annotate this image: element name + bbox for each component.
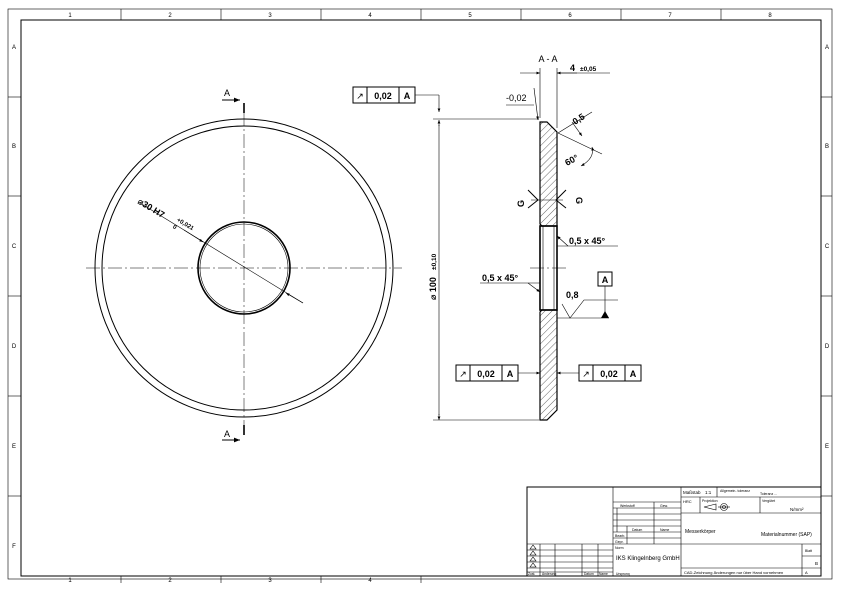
date-label: Datum [632,528,642,532]
col-label-4: 4 [368,13,372,19]
title-block: Maßstab 1:1 Allgemein- toleranz Toleranz… [526,486,822,577]
diameter-dimension: ⌀ 100 [428,277,438,300]
revision-col-aenderung: Änderung [542,572,556,576]
roughness-value: 0,8 [566,290,579,300]
bottom-col-label-2: 2 [168,578,172,584]
revision-col-name: Name [599,572,608,576]
runout-value-left: 0,02 [477,369,495,379]
col-label-7: 7 [668,13,672,19]
col-label-2: 2 [168,13,172,19]
angle-dimension: 60° [563,152,580,167]
col-label-6: 6 [568,13,572,19]
norm-label: Norm [615,546,624,550]
row-label-f-left: F [12,544,16,550]
runout-frame-lower-right: ↗ 0,02 A [557,364,642,382]
section-view: A - A 4 ±0,05 -0,02 0,5 60° [352,54,642,421]
chamfer-right: 0,5 x 45° [569,236,606,246]
bore-tol-lower: 0 [171,224,178,231]
hardness-unit: N/mm² [790,507,804,512]
revision-col-ursprung: Ursprung [616,572,630,576]
col-label-8: 8 [768,13,772,19]
row-label-d-right: D [825,344,830,350]
section-title: A - A [538,54,557,64]
sheet-index: A [805,570,808,575]
col-label-3: 3 [268,13,272,19]
runout-datum-right: A [630,369,637,379]
general-tolerance-value: Toleranz ... [760,492,777,496]
sheet-letter: B [815,561,818,566]
section-lower-body [539,309,558,421]
row-label-b-left: B [12,144,16,150]
projection-label: Projektion [702,499,718,503]
cad-note: CAD-Zeichnung Änderungen nur über Hand v… [684,570,783,575]
diameter-tolerance: ±0,10 [431,253,438,270]
col-label-5: 5 [468,13,472,19]
grind-symbol-left: G [516,200,526,207]
werkstoff-label: Werkstoff [620,504,635,508]
thickness-tolerance: ±0,05 [580,66,597,73]
thickness-dimension: 4 [570,63,575,73]
chamfer-left: 0,5 x 45° [482,273,519,283]
blatt-label: Blatt [805,549,812,553]
runout-value-top: 0,02 [374,91,392,101]
product-name: Messerkörper [685,529,716,535]
front-view: A A ⌀30 H7 +0,021 0 [86,88,402,443]
section-upper-body [539,121,558,227]
runout-symbol-top: ↗ [356,91,364,101]
name-label: Name [660,528,669,532]
revision-col-zust: Zust. [528,572,535,576]
gepr-label: Gepr. [615,540,624,544]
revision-triangles [529,544,537,568]
row-label-e-left: E [12,444,16,450]
bottom-col-label-4: 4 [368,578,372,584]
bearb-label: Bearb. [615,534,625,538]
row-label-b-right: B [825,144,829,150]
revision-col-datum: Datum [584,572,594,576]
row-label-a-left: A [12,45,16,51]
company-name: IKS Klingelnberg GmbH [616,556,680,562]
bottom-col-label-3: 3 [268,578,272,584]
row-label-e-right: E [825,444,829,450]
runout-datum-left: A [507,369,514,379]
projection-icon [703,503,730,511]
runout-symbol-right: ↗ [582,369,590,379]
gew-label: Gew. [660,504,668,508]
row-label-d-left: D [12,344,17,350]
flatness-tolerance: -0,02 [506,93,527,103]
row-label-c-right: C [825,244,830,250]
section-marker-top: A [224,88,230,98]
col-label-1: 1 [68,13,72,19]
hrc-label: HRC [683,499,692,504]
scale-value: 1:1 [705,490,712,495]
bore-tol-upper: +0,021 [175,217,195,232]
runout-symbol-left: ↗ [459,369,467,379]
general-tolerance-label: Allgemein- toleranz [720,489,750,493]
runout-datum-top: A [404,91,411,101]
grind-symbol-right: G [574,197,584,204]
runout-frame-top: ↗ 0,02 A [352,86,441,112]
runout-value-right: 0,02 [600,369,618,379]
hardness-label: Vergütet [762,499,775,503]
row-label-c-left: C [12,244,17,250]
bottom-col-label-1: 1 [68,578,72,584]
runout-frame-lower-left: ↗ 0,02 A [455,364,540,382]
scale-label: Maßstab [683,490,701,495]
drawing-frame: 1 2 3 4 5 6 7 8 1 2 3 4 A B C D E F A B … [7,8,833,584]
section-marker-bottom: A [224,429,230,439]
edge-dimension: 0,5 [571,111,587,126]
row-label-a-right: A [825,45,829,51]
datum-label: A [602,275,609,285]
bore-dimension: ⌀30 H7 [136,196,166,220]
material-number-label: Materialnummer (SAP) [761,532,812,538]
